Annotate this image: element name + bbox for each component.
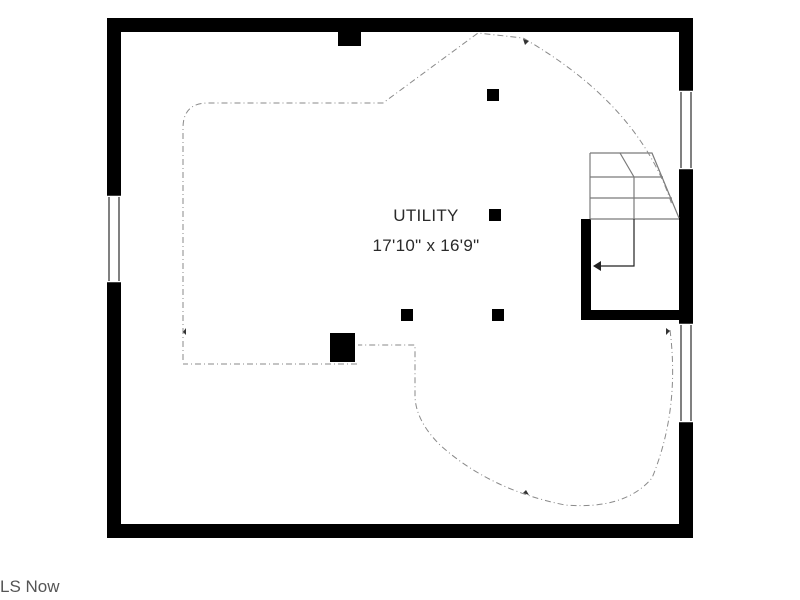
window-right-lower (677, 322, 695, 424)
support-post (401, 309, 413, 321)
stair-enclosure-wall (581, 219, 679, 320)
support-post (487, 89, 499, 101)
outer-walls (107, 18, 693, 538)
staircase (589, 152, 680, 271)
window-left (105, 194, 123, 284)
window-right-upper (677, 89, 695, 171)
support-post (489, 209, 501, 221)
watermark-text: LS Now (0, 577, 60, 596)
outline-markers (183, 39, 670, 495)
room-dimensions-label: 17'10" x 16'9" (372, 236, 480, 255)
support-post (492, 309, 504, 321)
wall-post (338, 30, 361, 46)
utility-column (330, 333, 355, 362)
room-outline-dashed (182, 32, 674, 507)
support-posts (330, 89, 504, 362)
room-name-label: UTILITY (393, 206, 459, 225)
